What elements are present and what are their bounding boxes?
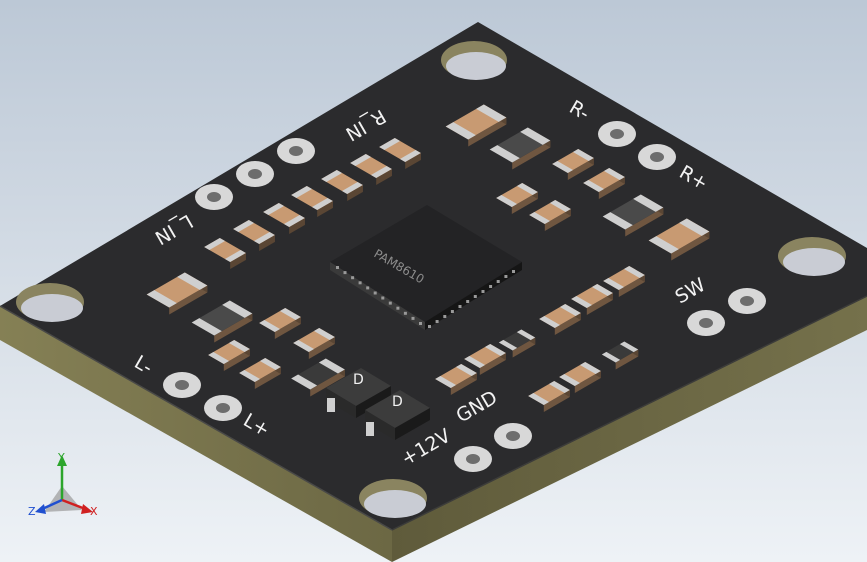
smd-inductor	[602, 194, 664, 237]
diode-1-mark: D	[353, 372, 364, 388]
smd-inductor	[191, 300, 253, 343]
mounting-hole	[359, 479, 427, 518]
ic-pin	[512, 270, 515, 273]
ic-pin	[466, 300, 470, 303]
ic-pin	[411, 316, 415, 320]
smd-resistor	[291, 358, 345, 397]
triad-x-label: X	[90, 505, 98, 518]
diode-2-mark: D	[392, 394, 403, 410]
ic-pin	[428, 325, 431, 328]
ic-pin	[403, 311, 407, 315]
smd-resistor	[445, 104, 507, 147]
smd-resistor	[496, 183, 538, 214]
orientation-triad[interactable]: Y X Z	[28, 451, 98, 518]
smd-resistor	[204, 238, 246, 269]
ic-pin	[496, 280, 500, 283]
smd-resistor	[379, 138, 421, 169]
smd-resistor	[528, 381, 570, 412]
ic-pin	[373, 291, 377, 295]
pad-r-minus	[598, 121, 636, 147]
smd-resistor	[263, 203, 305, 234]
pad-sw-2	[728, 288, 766, 314]
smd-resistor	[603, 266, 645, 297]
smd-resistor	[552, 149, 594, 180]
pad-r-in-1	[277, 138, 315, 164]
ic-pin	[358, 281, 362, 285]
smd-resistor	[259, 308, 301, 339]
ic-pin	[366, 286, 370, 290]
ic-pin	[458, 305, 462, 308]
pad-gnd	[494, 423, 532, 449]
ic-pin	[336, 266, 339, 269]
ic-pam8610: PAM8610	[330, 205, 522, 330]
smd-resistor	[498, 329, 536, 358]
smd-resistor	[146, 272, 208, 315]
smd-resistor	[435, 364, 477, 395]
pad-12v	[454, 446, 492, 472]
pad-l-in-2	[236, 161, 274, 187]
smd-inductor	[489, 127, 551, 170]
ic-pin	[504, 275, 508, 278]
pad-r-plus	[638, 144, 676, 170]
smd-resistor	[648, 218, 710, 261]
smd-resistor	[233, 220, 275, 251]
pcb-right-edge	[392, 296, 867, 562]
smd-resistor	[350, 154, 392, 185]
ic-pin	[489, 285, 493, 288]
mounting-holes	[16, 41, 846, 518]
smd-resistor	[464, 344, 506, 375]
diode-1: D	[326, 368, 391, 418]
ic-pin	[481, 290, 485, 293]
pad-l-in-1	[195, 184, 233, 210]
ic-pin	[419, 322, 422, 325]
smd-components	[146, 104, 710, 412]
pcb-left-edge	[0, 306, 392, 562]
smd-resistor	[529, 200, 571, 231]
ic-pins	[336, 266, 515, 328]
pad-sw-1	[687, 310, 725, 336]
smd-resistor	[239, 358, 281, 389]
smd-resistor	[208, 340, 250, 371]
smd-resistor	[601, 341, 639, 370]
ic-pin	[388, 301, 392, 305]
ic-pin	[443, 315, 447, 318]
ic-pin	[473, 295, 477, 298]
smd-resistor	[583, 168, 625, 199]
smd-resistor	[571, 284, 613, 315]
through-hole-pads	[163, 121, 766, 472]
smd-resistor	[321, 170, 363, 201]
ic-pin	[381, 296, 385, 300]
mounting-hole	[441, 41, 507, 80]
pad-l-minus	[163, 372, 201, 398]
triad-y-label: Y	[57, 451, 65, 464]
diode-2: D	[365, 390, 430, 440]
ic-pin	[351, 276, 355, 280]
smd-resistor	[293, 328, 335, 359]
ic-pin	[396, 306, 400, 310]
smd-resistor	[291, 186, 333, 217]
ic-pin	[435, 320, 439, 323]
triad-z-label: Z	[28, 505, 36, 518]
mounting-hole	[778, 237, 846, 276]
mounting-hole	[16, 283, 84, 322]
ic-pin	[450, 310, 454, 313]
pad-l-plus	[204, 395, 242, 421]
ic-pin	[343, 271, 347, 275]
smd-resistor	[539, 304, 581, 335]
smd-resistor	[559, 362, 601, 393]
